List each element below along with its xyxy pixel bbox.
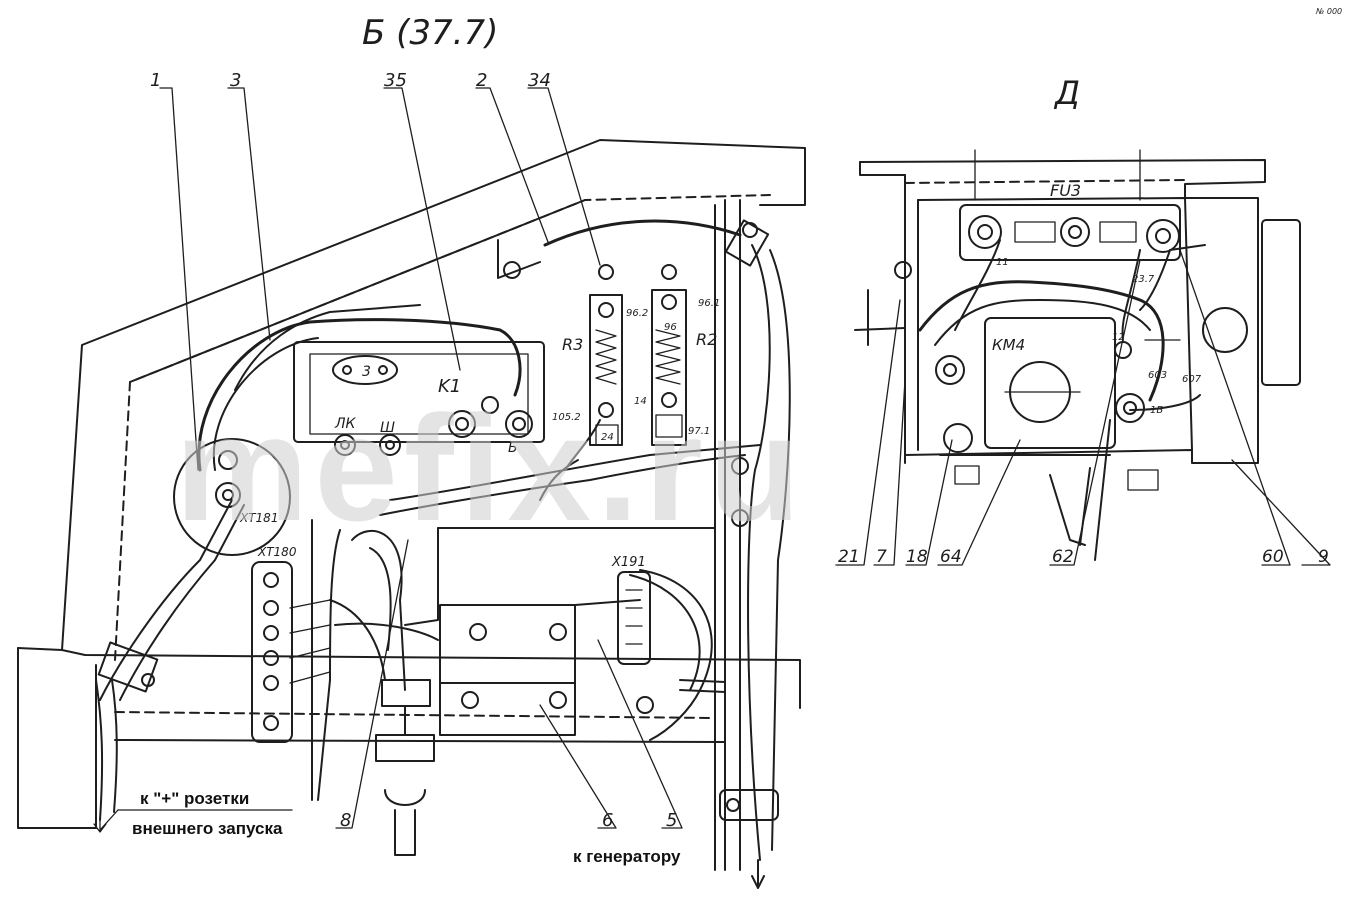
- mark-603: 603: [1148, 370, 1167, 381]
- leader-60: 60: [1262, 547, 1284, 567]
- mark-105-2: 105.2: [552, 412, 581, 423]
- leaders-b: 1 3 35 2 34 8 6 5: [150, 70, 683, 831]
- corner-mark: № 000: [1315, 7, 1342, 16]
- contactor-km4: КМ4: [935, 317, 1159, 491]
- mark-96-2: 96.2: [626, 308, 648, 319]
- mark-23-7: 23.7: [1132, 274, 1155, 285]
- mark-11: 11: [996, 257, 1009, 268]
- r3-label: R3: [562, 335, 583, 354]
- leader-5: 5: [666, 810, 677, 831]
- terminal-block-xt181: XT181: [173, 438, 291, 556]
- xt180-label: XT180: [257, 545, 297, 559]
- wire-marks-b: 96.2 96.1 97.1 105.2 96 14 24: [552, 298, 720, 443]
- watermark: mefix.ru: [175, 384, 807, 552]
- r2-label: R2: [696, 330, 717, 349]
- note-plus-socket-2: внешнего запуска: [132, 819, 283, 838]
- fuse-fu3: FU3: [959, 181, 1181, 261]
- notes-b: к "+" розетки внешнего запуска к генерат…: [93, 789, 765, 889]
- mark-607: 607: [1182, 374, 1202, 385]
- leader-2: 2: [476, 70, 487, 91]
- leader-1: 1: [150, 70, 161, 91]
- leader-62: 62: [1052, 547, 1074, 567]
- leader-64: 64: [940, 547, 962, 567]
- leader-3: 3: [230, 70, 241, 91]
- km4-label: КМ4: [992, 336, 1025, 354]
- fu3-label: FU3: [1050, 181, 1081, 200]
- terminal-block-xt180: XT180: [251, 545, 331, 743]
- note-generator: к генератору: [573, 847, 681, 866]
- x191-label: X191: [611, 555, 646, 570]
- relay-k1: 3 K1 ЛК Ш Б: [293, 341, 545, 456]
- mark-1b: 1Б: [1150, 405, 1163, 416]
- leaders-d: 21 7 18 64 62 60 9: [835, 249, 1331, 567]
- view-b-title: Б (37.7): [362, 13, 498, 53]
- resistor-r3: R3: [562, 264, 623, 446]
- leader-7: 7: [876, 547, 887, 567]
- note-plus-socket-1: к "+" розетки: [140, 789, 249, 808]
- leader-6: 6: [602, 810, 613, 831]
- connector-x191: X191: [611, 555, 651, 665]
- resistor-r2: R2: [651, 264, 717, 446]
- mark-24: 24: [601, 432, 614, 443]
- view-b-housing: [17, 139, 806, 871]
- clamps: [97, 219, 779, 821]
- leader-21: 21: [838, 547, 860, 567]
- k1-terminal-3: 3: [362, 364, 371, 380]
- mark-96: 96: [664, 322, 677, 333]
- leader-8: 8: [340, 810, 351, 831]
- mark-12: 12: [1112, 332, 1125, 343]
- terminal-lk: ЛК: [334, 416, 357, 432]
- mark-14: 14: [634, 396, 647, 407]
- leader-34: 34: [528, 70, 551, 91]
- xt181-label: XT181: [239, 511, 278, 525]
- leader-35: 35: [384, 70, 407, 91]
- leader-18: 18: [906, 547, 928, 567]
- terminal-sh: Ш: [380, 420, 395, 436]
- wires-d: 11 12 23.7 607 603 1Б: [918, 239, 1206, 561]
- view-d-title: Д: [1053, 74, 1080, 112]
- k1-label: K1: [438, 376, 461, 397]
- mounting-plate: [404, 527, 726, 736]
- view-d-housing: [854, 149, 1301, 546]
- leader-9: 9: [1318, 547, 1329, 567]
- wire-harness: [95, 219, 791, 861]
- terminal-b: Б: [508, 440, 518, 456]
- mark-96-1: 96.1: [698, 298, 720, 309]
- cable-connector: [375, 679, 435, 856]
- mark-97-1: 97.1: [688, 426, 710, 437]
